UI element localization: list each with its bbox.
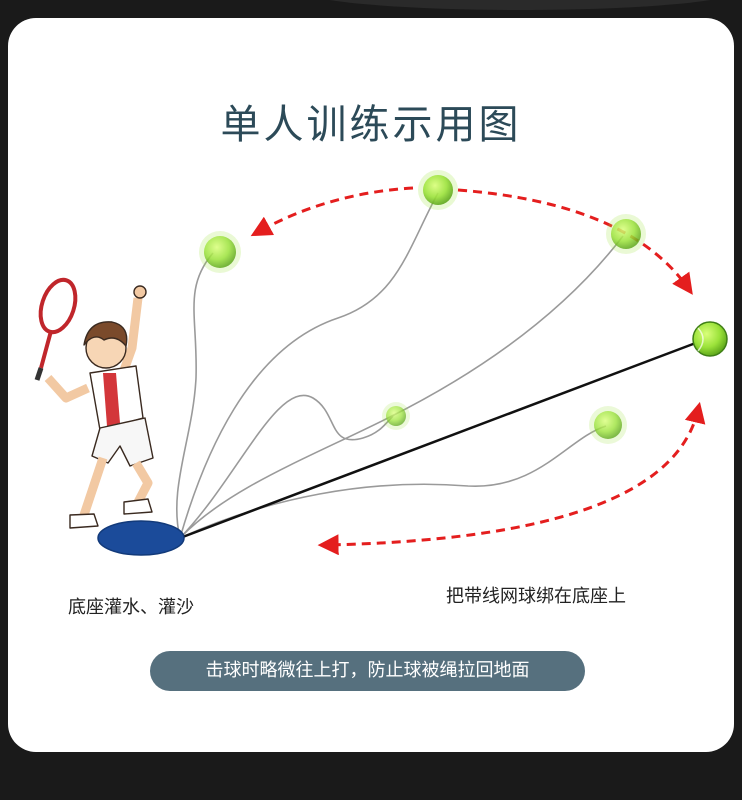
arrow-top-right — [457, 188, 693, 295]
tennis-player-figure — [34, 277, 154, 529]
diagram-card: 单人训练示用图 — [8, 18, 734, 752]
arrow-bottom — [317, 401, 706, 556]
page-title: 单人训练示用图 — [220, 102, 522, 148]
label-base: 底座灌水、灌沙 — [68, 597, 194, 618]
label-tie: 把带线网球绑在底座上 — [446, 586, 626, 607]
tip-banner: 击球时略微往上打，防止球被绳拉回地面 — [150, 651, 585, 691]
tennis-ball-icon — [418, 170, 458, 210]
tennis-ball-icon — [589, 406, 627, 444]
tennis-ball-icon — [692, 321, 728, 357]
tight-cord — [179, 339, 702, 540]
tennis-ball-icon — [606, 214, 646, 254]
tennis-ball-icon — [199, 231, 241, 273]
training-diagram — [34, 170, 728, 556]
base-disc-icon — [97, 520, 185, 556]
tennis-racket-icon — [34, 277, 78, 381]
top-decoration — [300, 0, 740, 10]
tether-cords — [176, 192, 624, 539]
arrow-top-left — [250, 186, 414, 237]
tennis-ball-icon — [382, 402, 410, 430]
tennis-balls — [199, 170, 728, 444]
